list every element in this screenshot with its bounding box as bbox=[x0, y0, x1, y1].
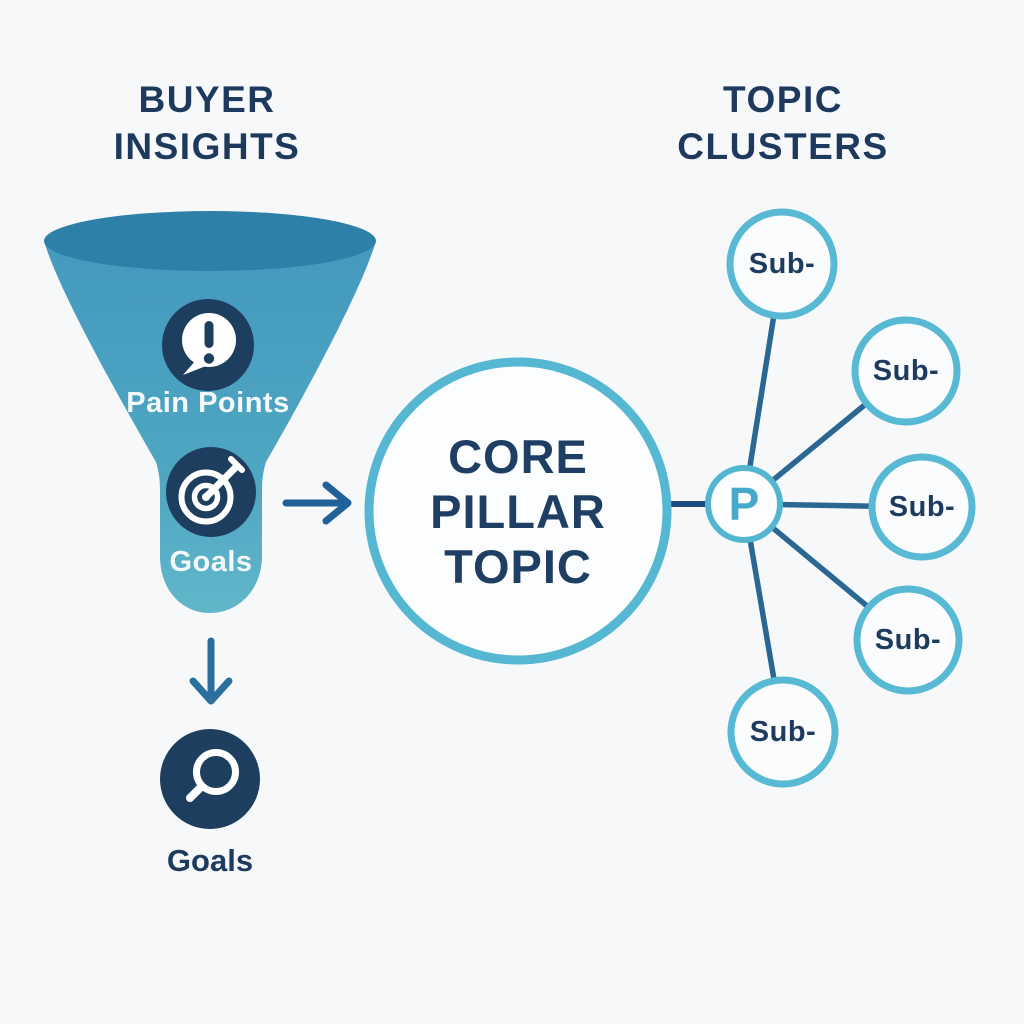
buyer-insights-title-line2: INSIGHTS bbox=[113, 126, 301, 167]
subtopic-circles bbox=[726, 208, 976, 788]
subtopic-label-2: Sub- bbox=[872, 354, 940, 387]
topic-clusters-title-line1: TOPIC bbox=[723, 79, 843, 120]
funnel-body bbox=[44, 241, 376, 613]
core-label-line3: TOPIC bbox=[444, 540, 592, 593]
core-pillar-topic-label: CORE PILLAR TOPIC bbox=[368, 429, 668, 594]
buyer-insights-funnel bbox=[44, 211, 376, 613]
core-label-line1: CORE bbox=[448, 430, 588, 483]
subtopic-circle-4 bbox=[853, 585, 963, 695]
funnel-goals-label: Goals bbox=[169, 546, 253, 578]
subtopic-label-1: Sub- bbox=[748, 247, 816, 280]
subtopic-circle-5 bbox=[727, 676, 839, 788]
funnel-top-opening bbox=[44, 211, 376, 271]
core-pillar-circle bbox=[364, 357, 672, 665]
buyer-insights-title: BUYER INSIGHTS bbox=[27, 76, 387, 170]
magnifier-search-icon bbox=[160, 729, 260, 829]
subtopic-label-3: Sub- bbox=[888, 490, 956, 523]
funnel-to-goals-arrow bbox=[189, 637, 233, 705]
topic-clusters-title: TOPIC CLUSTERS bbox=[603, 76, 963, 170]
pain-points-label: Pain Points bbox=[126, 387, 290, 419]
outcome-goals-label: Goals bbox=[166, 843, 254, 878]
subtopic-label-5: Sub- bbox=[749, 715, 817, 748]
pillar-node-circle bbox=[705, 465, 783, 543]
buyer-insights-title-line1: BUYER bbox=[138, 79, 276, 120]
subtopic-circle-1 bbox=[726, 208, 838, 320]
subtopic-label-4: Sub- bbox=[874, 623, 942, 656]
pillar-node-label: P bbox=[728, 478, 760, 530]
core-label-line2: PILLAR bbox=[430, 485, 606, 538]
topic-clusters-title-line2: CLUSTERS bbox=[677, 126, 889, 167]
funnel-to-core-arrow bbox=[282, 481, 352, 525]
subtopic-circle-3 bbox=[868, 453, 976, 561]
exclamation-speech-bubble-icon bbox=[162, 299, 254, 391]
target-arrow-icon bbox=[166, 447, 256, 537]
subtopic-circle-2 bbox=[851, 316, 961, 426]
